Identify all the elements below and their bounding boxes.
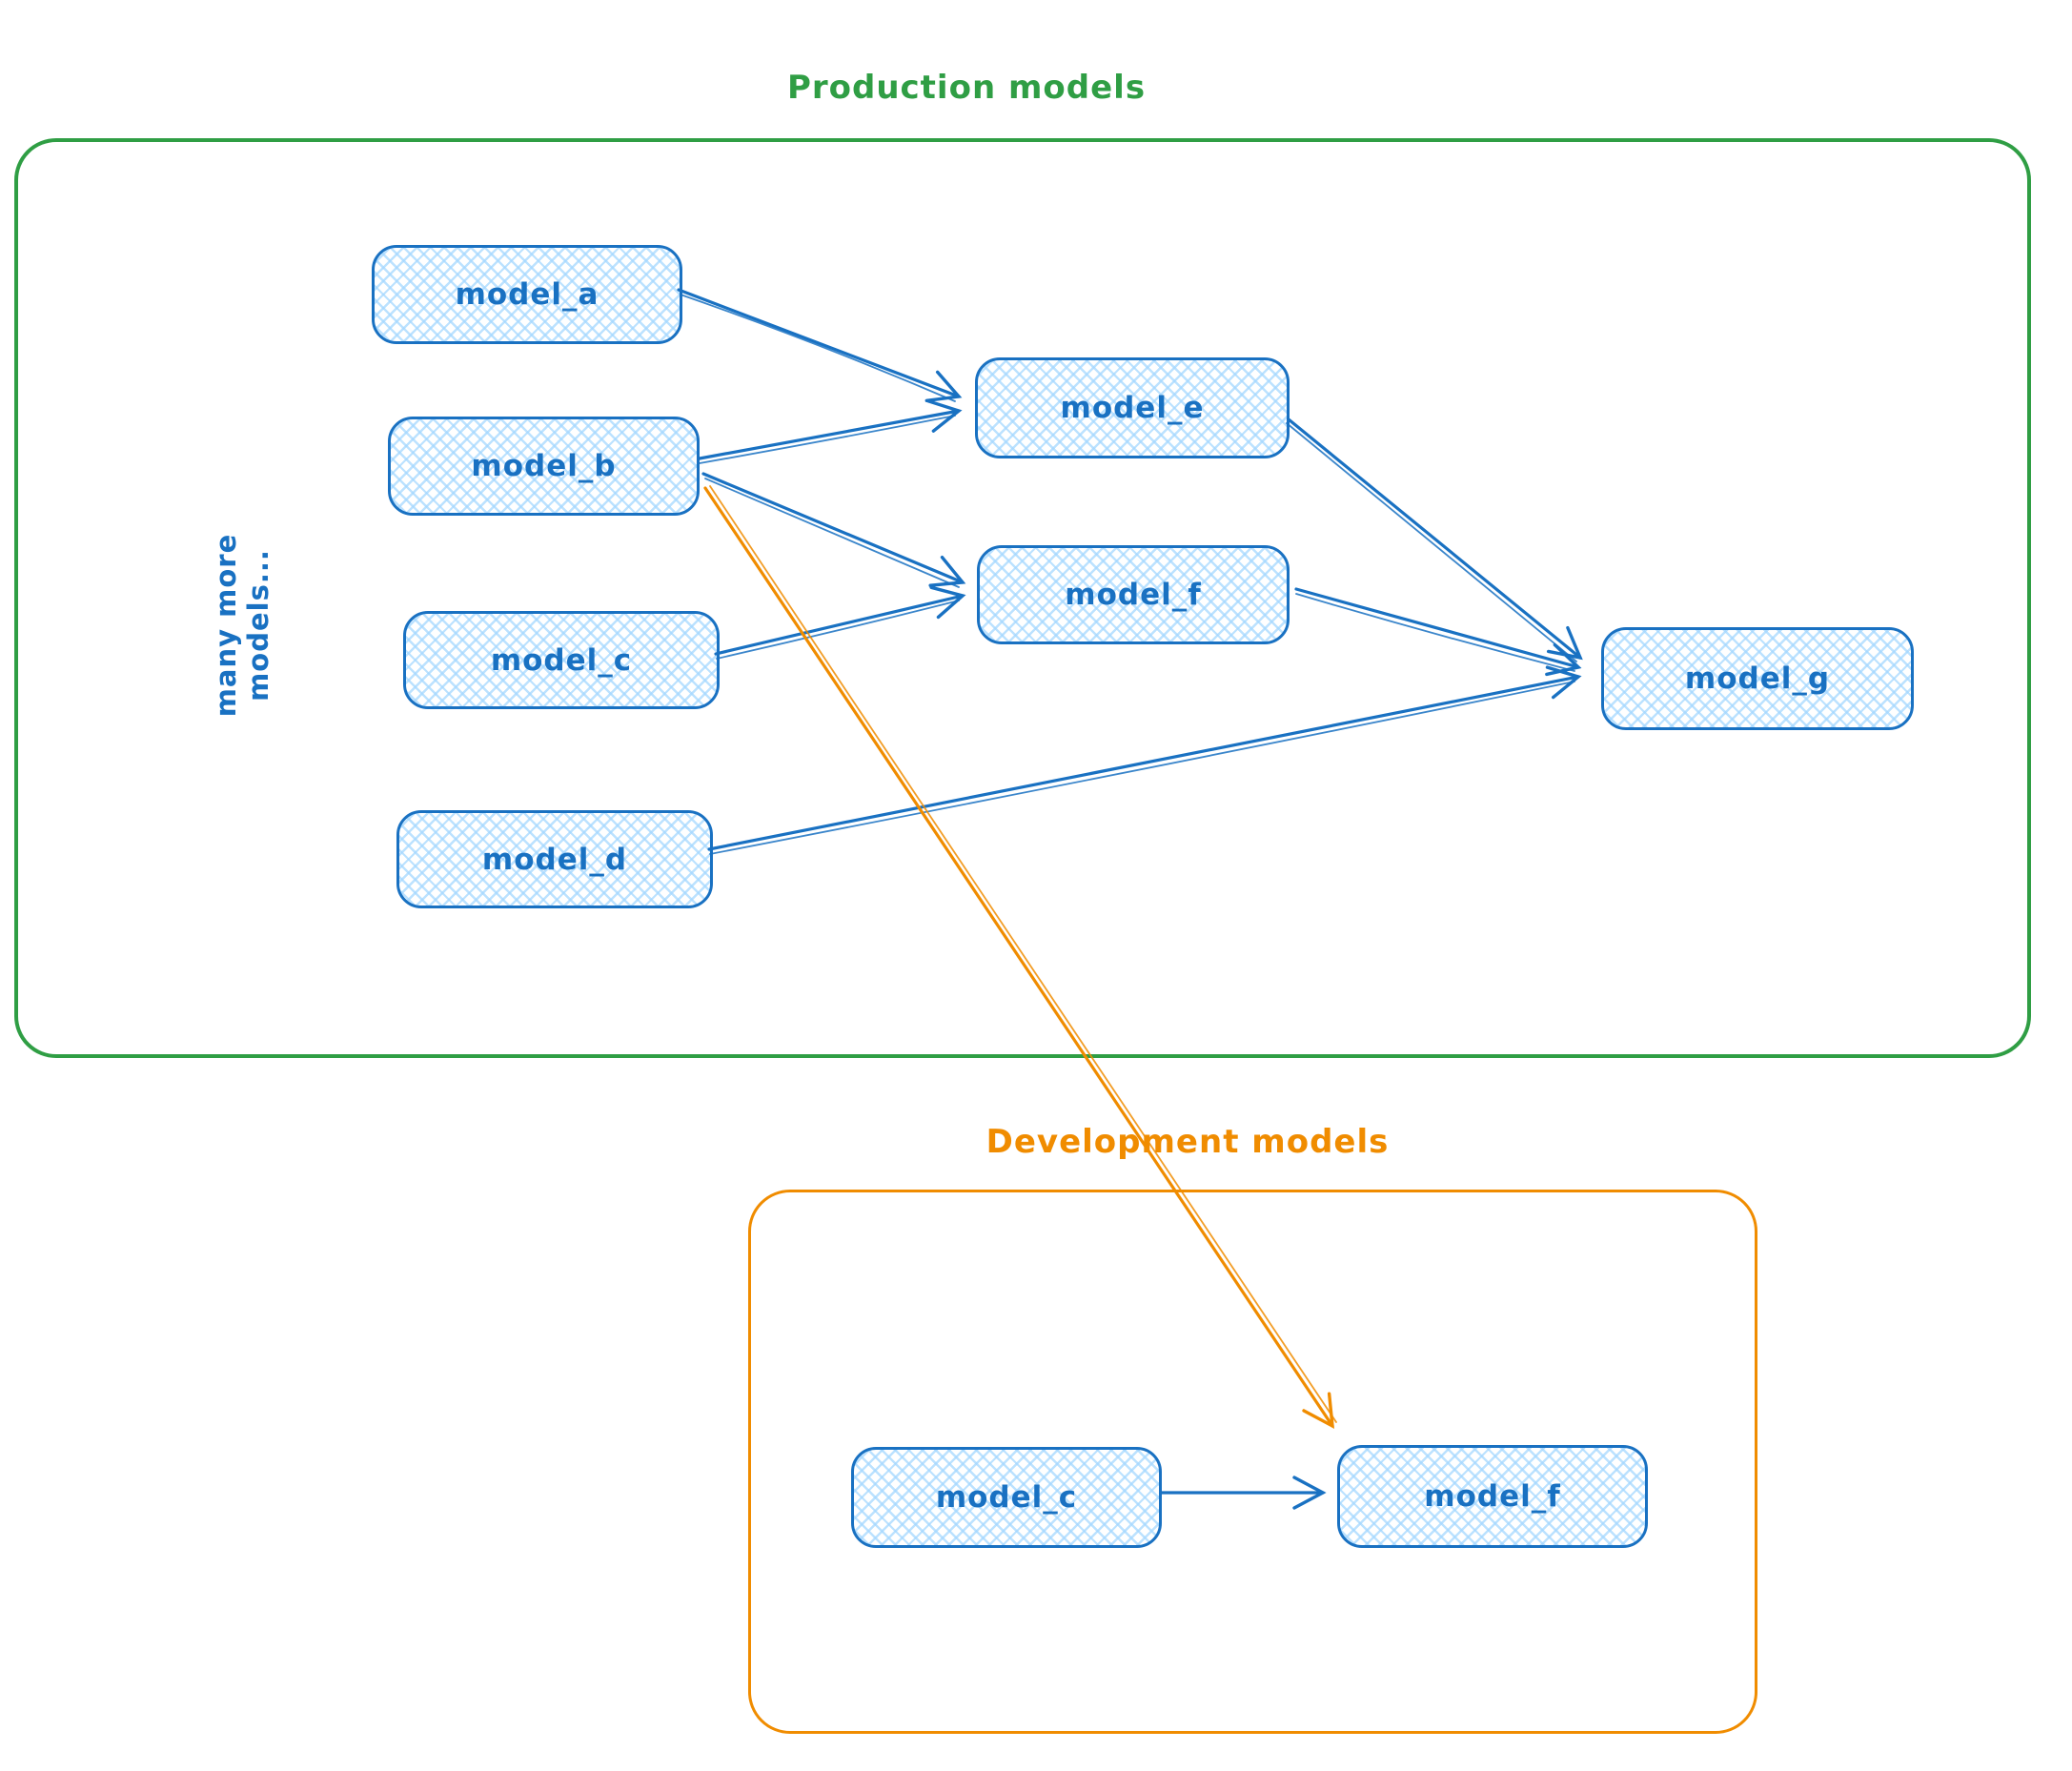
node-dev-model-c-label: model_c [935,1480,1078,1515]
node-dev-model-c: model_c [851,1447,1162,1548]
node-model-g: model_g [1601,627,1914,730]
many-more-models-label: many more models... [210,533,274,718]
node-model-f: model_f [977,545,1290,644]
node-model-d-label: model_d [481,842,628,877]
node-model-b: model_b [388,417,700,516]
production-title: Production models [786,69,1147,107]
node-model-a-label: model_a [455,277,599,312]
node-model-a: model_a [372,245,682,344]
node-model-c: model_c [403,611,720,709]
node-dev-model-f-label: model_f [1424,1479,1561,1514]
node-model-e-label: model_e [1060,391,1205,425]
node-model-f-label: model_f [1065,578,1202,612]
development-title: Development models [985,1123,1390,1161]
node-model-g-label: model_g [1684,662,1831,696]
node-model-d: model_d [396,810,713,908]
node-model-e: model_e [975,357,1290,458]
node-dev-model-f: model_f [1337,1445,1648,1548]
node-model-b-label: model_b [471,449,617,483]
node-model-c-label: model_c [490,642,633,678]
